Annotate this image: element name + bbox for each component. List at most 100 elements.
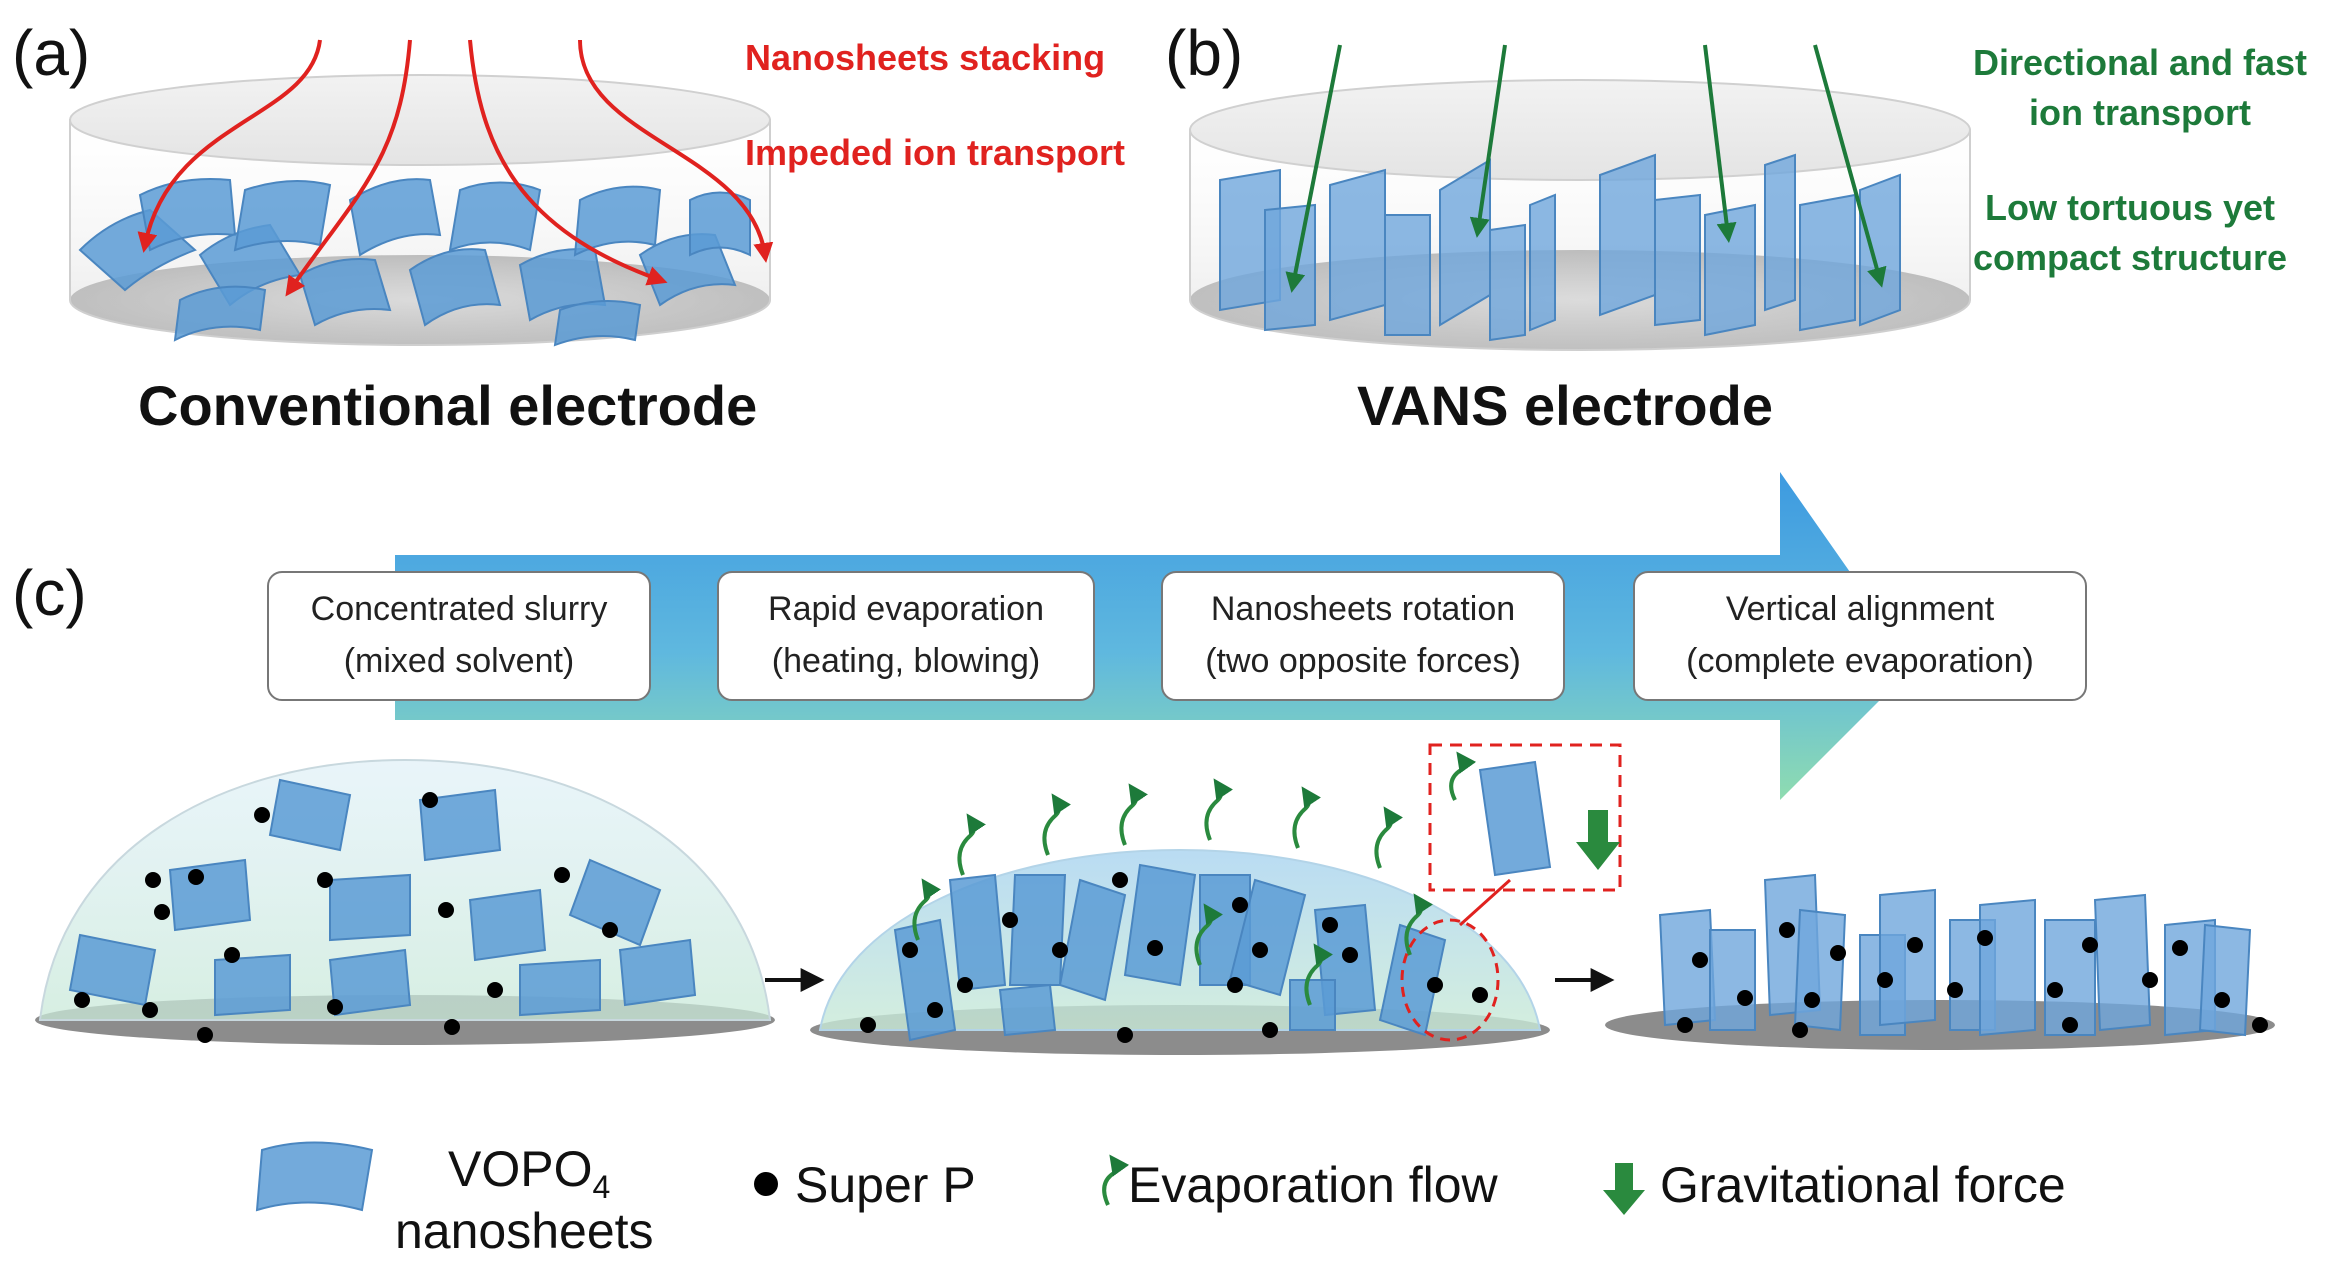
evaporation-flow-icon [1204, 778, 1233, 841]
nanosheet [1439, 158, 1491, 327]
nanosheet [1654, 193, 1701, 327]
super-p-dot [1117, 1027, 1133, 1043]
super-p-dot [197, 1027, 213, 1043]
super-p-dot [188, 869, 204, 885]
super-p-swatch [754, 1172, 778, 1196]
nanosheet [1123, 863, 1197, 987]
nanosheet [519, 958, 601, 1017]
step-subtitle: (two opposite forces) [1205, 642, 1521, 680]
nanosheet [468, 888, 547, 962]
disk-top [69, 74, 771, 166]
super-p-particles [860, 872, 1488, 1043]
super-p-dot [1977, 930, 1993, 946]
evaporation-flow-icon [1102, 1154, 1130, 1206]
super-p-particles [74, 792, 618, 1043]
ion-path [137, 39, 322, 253]
super-p-dot [1427, 977, 1443, 993]
nanosheet [1289, 979, 1336, 1031]
nanosheet [2198, 923, 2252, 1037]
nanosheet [173, 285, 267, 342]
legend-super-p-label: Super P [795, 1157, 976, 1213]
super-p-dot [317, 872, 333, 888]
nanosheet [1228, 878, 1307, 997]
nanosheet [448, 181, 542, 252]
evaporation-flow-icon [1119, 783, 1148, 846]
super-p-dot [1737, 990, 1753, 1006]
nanosheet [1658, 908, 1717, 1027]
super-p-dot [1052, 942, 1068, 958]
note-impeded-ion-transport: Impeded ion transport [745, 132, 1125, 173]
nanosheet [1329, 168, 1386, 322]
ion-path [1285, 44, 1342, 293]
note-low-tortuous-line1: Low tortuous yet [1985, 187, 2275, 228]
super-p-dot [224, 947, 240, 963]
stage-slurry-dome [35, 758, 775, 1045]
super-p-dot [902, 942, 918, 958]
panel-b: (b) Directio [1165, 17, 2307, 437]
evaporation-flow-icon [957, 813, 986, 876]
super-p-dot [957, 977, 973, 993]
super-p-particles [1677, 922, 2268, 1038]
legend-super-p: Super P [754, 1157, 976, 1213]
step-box [717, 571, 1095, 701]
nanosheet [418, 788, 502, 862]
legend-nanosheet: VOPO4 nanosheets [255, 1141, 654, 1259]
ion-path [285, 39, 412, 297]
step-title: Concentrated slurry [311, 590, 608, 628]
panel-c: (c) Concentrated slurry (mixed solvent) … [12, 472, 2275, 1055]
evaporation-flow-icon [1042, 793, 1071, 856]
process-steps: Concentrated slurry (mixed solvent) Rapi… [267, 571, 2087, 701]
super-p-dot [554, 867, 570, 883]
nanosheet [998, 983, 1057, 1037]
nanosheet [1478, 760, 1552, 877]
panel-b-letter: (b) [1165, 17, 1243, 89]
nanosheet [1879, 888, 1936, 1027]
nanosheet [233, 180, 332, 252]
nanosheet [2093, 893, 2152, 1032]
caption-conventional-electrode: Conventional electrode [138, 374, 757, 437]
super-p-dot [1227, 977, 1243, 993]
super-p-dot [1877, 972, 1893, 988]
tortuous-ion-paths [137, 39, 774, 297]
panel-a-letter: (a) [12, 17, 90, 89]
super-p-dot [1779, 922, 1795, 938]
super-p-dot [1147, 940, 1163, 956]
note-directional-line1: Directional and fast [1973, 42, 2307, 83]
super-p-dot [602, 922, 618, 938]
step-title: Rapid evaporation [768, 590, 1044, 628]
super-p-dot [2082, 937, 2098, 953]
nanosheet [329, 873, 411, 942]
step-concentrated-slurry: Concentrated slurry (mixed solvent) [267, 571, 651, 701]
zoom-circle [1400, 918, 1500, 1042]
super-p-dot [422, 792, 438, 808]
super-p-dot [927, 1002, 943, 1018]
evaporation-flow-icon [1449, 751, 1477, 801]
legend-vopo-label: VOPO4 [448, 1141, 610, 1205]
nanosheet [1704, 203, 1756, 337]
panel-c-letter: (c) [12, 557, 87, 629]
step-subtitle: (complete evaporation) [1686, 642, 2034, 680]
super-p-dot [1262, 1022, 1278, 1038]
evaporation-flow-icon [1304, 943, 1333, 1006]
super-p-dot [1804, 992, 1820, 1008]
legend: VOPO4 nanosheets Super P Evaporation flo… [255, 1141, 2066, 1259]
nanosheet [1489, 223, 1526, 342]
super-p-dot [154, 904, 170, 920]
super-p-dot [1472, 987, 1488, 1003]
gravity-arrow-icon [1576, 810, 1620, 870]
super-p-dot [1342, 947, 1358, 963]
super-p-dot [438, 902, 454, 918]
super-p-dot [2062, 1017, 2078, 1033]
evaporation-flow-icon [1404, 893, 1433, 956]
super-p-dot [1692, 952, 1708, 968]
super-p-dot [1232, 897, 1248, 913]
note-directional-line2: ion transport [2029, 92, 2251, 133]
nanosheet [328, 948, 412, 1017]
note-low-tortuous-line2: compact structure [1973, 237, 2287, 278]
super-p-dot [1792, 1022, 1808, 1038]
nanosheet [168, 858, 252, 932]
super-p-dot [145, 872, 161, 888]
nanosheet [1599, 153, 1656, 317]
legend-nanosheets-label: nanosheets [395, 1203, 654, 1259]
